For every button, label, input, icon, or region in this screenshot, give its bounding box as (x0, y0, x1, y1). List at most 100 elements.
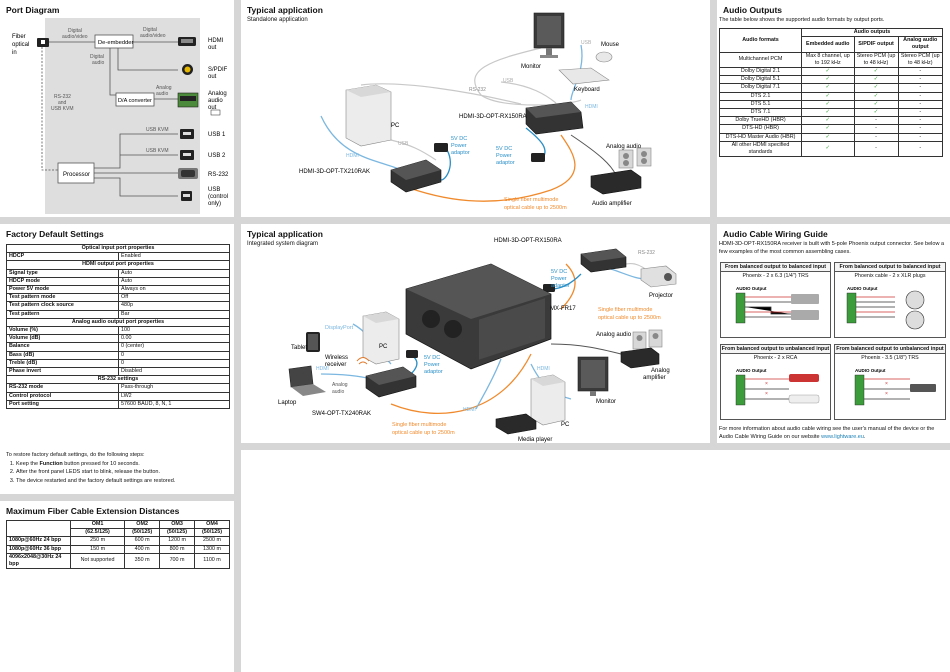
audio-outputs-table: Audio formats Audio outputs Embedded aud… (719, 27, 943, 158)
svg-text:Digital: Digital (90, 54, 104, 60)
svg-text:optical cable up to 2500m: optical cable up to 2500m (504, 205, 567, 211)
svg-text:USB KVM: USB KVM (146, 127, 169, 133)
svg-text:Keyboard: Keyboard (574, 87, 600, 93)
table-row: DTS-HD Master Audio (HBR)✓-- (719, 132, 943, 142)
svg-text:×: × (885, 381, 888, 387)
list-item: After the front panel LEDS start to blin… (16, 468, 230, 477)
audio-outputs-group-header: Audio outputs (801, 27, 943, 38)
fiber-label-3: in (12, 50, 17, 56)
table-row: DTS 2.1✓✓- (719, 91, 943, 101)
typical-integrated-panel: Typical application Integrated system di… (241, 224, 710, 443)
svg-text:HDMI-3D-OPT-RX150RA: HDMI-3D-OPT-RX150RA (494, 238, 562, 244)
audio-wiring-title: Audio Cable Wiring Guide (723, 229, 828, 239)
usb-cable-pc (390, 139, 437, 161)
svg-text:amplifier: amplifier (643, 375, 666, 381)
svg-text:HDMI-3D-OPT-TX210RAK: HDMI-3D-OPT-TX210RAK (299, 169, 370, 175)
svg-text:adaptor: adaptor (496, 160, 515, 166)
svg-text:5V DC: 5V DC (424, 355, 440, 361)
projector-shape (640, 265, 677, 288)
svg-text:Processor: Processor (63, 172, 90, 178)
wiring-box-xlr: From balanced output to balanced input P… (834, 262, 946, 338)
svg-text:USB: USB (208, 187, 220, 193)
svg-text:audio: audio (92, 60, 104, 66)
table-row: Dolby TrueHD (HBR)✓-- (719, 116, 943, 126)
svg-text:HDMI: HDMI (316, 366, 329, 372)
audio-cable-int (550, 343, 622, 355)
svg-text:5V DC: 5V DC (496, 146, 512, 152)
port-diagram-panel: Port Diagram Fiber optical in Digital au… (0, 0, 234, 217)
power-cable-tx (440, 147, 451, 181)
svg-text:DisplayPort: DisplayPort (325, 325, 354, 331)
power-cable-tx-int (410, 355, 418, 375)
power-adaptor-tx (434, 143, 448, 152)
svg-text:audio: audio (332, 389, 344, 395)
svg-text:Projector: Projector (649, 293, 673, 299)
hdmi-cable-a (320, 373, 372, 380)
rs232-cable (360, 83, 522, 105)
svg-text:Digital: Digital (143, 27, 157, 33)
svg-text:5V DC: 5V DC (451, 136, 467, 142)
svg-text:audio: audio (208, 98, 223, 104)
wiring-diagram-xlr: AUDIO Output (846, 286, 925, 330)
wiring-box-trs: From balanced output to balanced input P… (720, 262, 831, 338)
line-fiber-to-processor (41, 47, 58, 171)
svg-text:RS-232: RS-232 (208, 172, 229, 178)
svg-text:AUDIO Output: AUDIO Output (855, 368, 886, 373)
svg-text:PC: PC (561, 422, 570, 428)
svg-text:HDMI: HDMI (208, 38, 224, 44)
svg-text:HDMI: HDMI (585, 104, 598, 110)
amplifier-int (620, 347, 660, 369)
audio-wiring-intro: HDMI-3D-OPT-RX150RA receiver is built wi… (719, 241, 944, 255)
port-diagram-title: Port Diagram (6, 5, 60, 15)
svg-text:SW4-OPT-TX240RAK: SW4-OPT-TX240RAK (312, 411, 371, 417)
table-row: Dolby Digital 2.1✓✓- (719, 67, 943, 77)
keyboard-shape (558, 67, 610, 85)
svg-text:adaptor: adaptor (451, 150, 470, 156)
audio-outputs-panel: Audio Outputs The table below shows the … (717, 0, 950, 217)
audio-formats-header: Audio formats (719, 28, 802, 53)
wiring-diagram-trs: AUDIO Output (735, 286, 819, 324)
audio-amplifier (590, 169, 642, 195)
factory-defaults-title: Factory Default Settings (6, 229, 104, 239)
svg-text:(control: (control (208, 194, 228, 200)
svg-text:Media player: Media player (518, 437, 552, 443)
svg-text:out: out (208, 74, 217, 80)
svg-text:Single fiber multimode: Single fiber multimode (598, 307, 652, 313)
svg-text:5V DC: 5V DC (551, 269, 567, 275)
svg-text:Analog audio: Analog audio (606, 144, 642, 150)
svg-text:Monitor: Monitor (521, 64, 541, 70)
table-row: Volume (%)100 (6, 326, 230, 336)
svg-text:USB: USB (398, 141, 409, 147)
svg-text:audio: audio (156, 91, 168, 97)
svg-text:Monitor: Monitor (596, 399, 616, 405)
svg-text:RS-232: RS-232 (469, 87, 486, 93)
blank-bottom-panel (241, 450, 950, 672)
col-spdif: S/PDIF output (853, 36, 899, 53)
audio-wiring-panel: Audio Cable Wiring Guide HDMI-3D-OPT-RX1… (717, 224, 950, 443)
lightware-website-link[interactable]: www.lightware.eu (821, 433, 864, 440)
svg-text:Power: Power (451, 143, 467, 149)
integrated-diagram-svg: HDMI-3D-OPT-RX150RA RS-232 5V DC Power a… (278, 238, 677, 443)
svg-text:USB 1: USB 1 (208, 132, 226, 138)
table-row: Dolby Digital 5.1✓✓- (719, 75, 943, 85)
svg-text:audio/video: audio/video (62, 34, 88, 40)
svg-text:PC: PC (391, 123, 400, 129)
table-row: DTS 7.1✓✓- (719, 108, 943, 118)
wireless-icon (356, 357, 370, 365)
svg-text:Wireless: Wireless (325, 355, 348, 361)
svg-text:×: × (885, 391, 888, 397)
fiber-cable (400, 134, 576, 202)
media-player (495, 413, 537, 435)
hdmi-cable-c (475, 358, 502, 410)
audio-wiring-more-info: For more information about audio cable w… (719, 426, 935, 440)
audio-cable (570, 134, 617, 176)
svg-text:Single fiber multimode: Single fiber multimode (392, 422, 446, 428)
